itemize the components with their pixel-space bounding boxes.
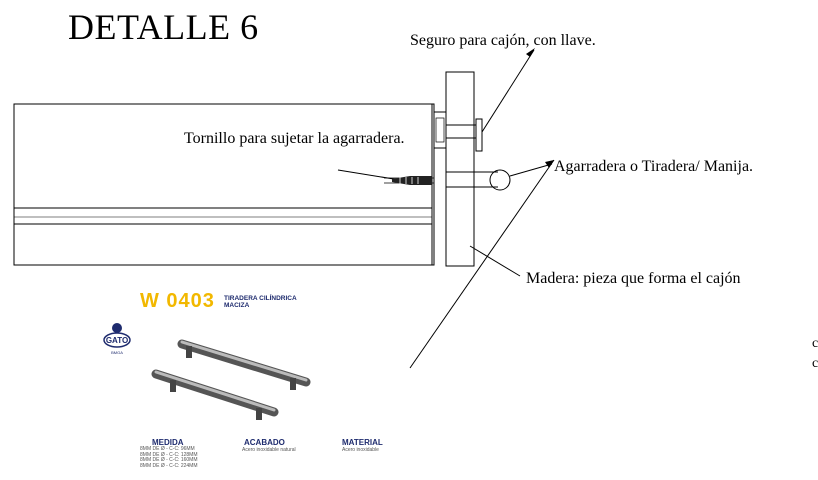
material-heading: MATERIAL — [342, 438, 383, 447]
medida-item: 8MM DE Ø - C-C: 128MM — [140, 451, 198, 458]
handle-product-image-2 — [151, 369, 279, 420]
leader-long — [409, 159, 555, 369]
brand-sub: BMGA — [111, 350, 123, 355]
acabado-value: Acero inoxidable natural — [242, 447, 296, 453]
brand-logo-icon: GATO BMGA — [103, 323, 131, 355]
lock-cylinder — [475, 118, 483, 152]
medida-heading: MEDIDA — [152, 438, 184, 447]
label-agarradera: Agarradera o Tiradera/ Manija. — [554, 158, 754, 175]
brand-name: GATO — [106, 336, 128, 345]
lock-body — [433, 111, 447, 149]
edge-char: c — [812, 356, 818, 371]
handle-product-image-1 — [177, 339, 311, 390]
label-madera: Madera: pieza que forma el cajón — [526, 270, 741, 287]
product-code: W 0403 — [140, 290, 215, 312]
medida-item: 8MM DE Ø - C-C: 96MM — [140, 446, 195, 452]
medida-list: 8MM DE Ø - C-C: 96MM 8MM DE Ø - C-C: 128… — [140, 446, 198, 469]
product-name: TIRADERA CILÍNDRICA MACIZA — [224, 295, 297, 309]
leader-agarradera — [509, 163, 553, 177]
label-tornillo: Tornillo para sujetar la agarradera. — [184, 130, 405, 147]
arrowhead-agarradera — [545, 160, 554, 168]
handle-knob — [489, 169, 511, 191]
medida-item: 8MM DE Ø - C-C: 160MM — [140, 457, 198, 463]
leader-seguro — [481, 49, 535, 133]
leader-tornillo — [337, 169, 401, 181]
label-seguro: Seguro para cajón, con llave. — [410, 32, 596, 49]
medida-item: 8MM DE Ø - C-C: 224MM — [140, 462, 198, 469]
drawer-front-panel — [445, 71, 475, 267]
arrowhead-seguro — [526, 48, 535, 57]
material-value: Acero inoxidable — [342, 447, 379, 453]
acabado-heading: ACABADO — [244, 438, 285, 447]
product-catalog-card: W 0403 TIRADERA CILÍNDRICA MACIZA GATO B… — [100, 288, 420, 468]
screw-icon — [392, 176, 432, 185]
leader-madera — [469, 245, 521, 277]
cropped-edge-text: c c — [812, 334, 818, 374]
page-title: DETALLE 6 — [68, 7, 259, 47]
edge-char: c — [812, 336, 818, 351]
